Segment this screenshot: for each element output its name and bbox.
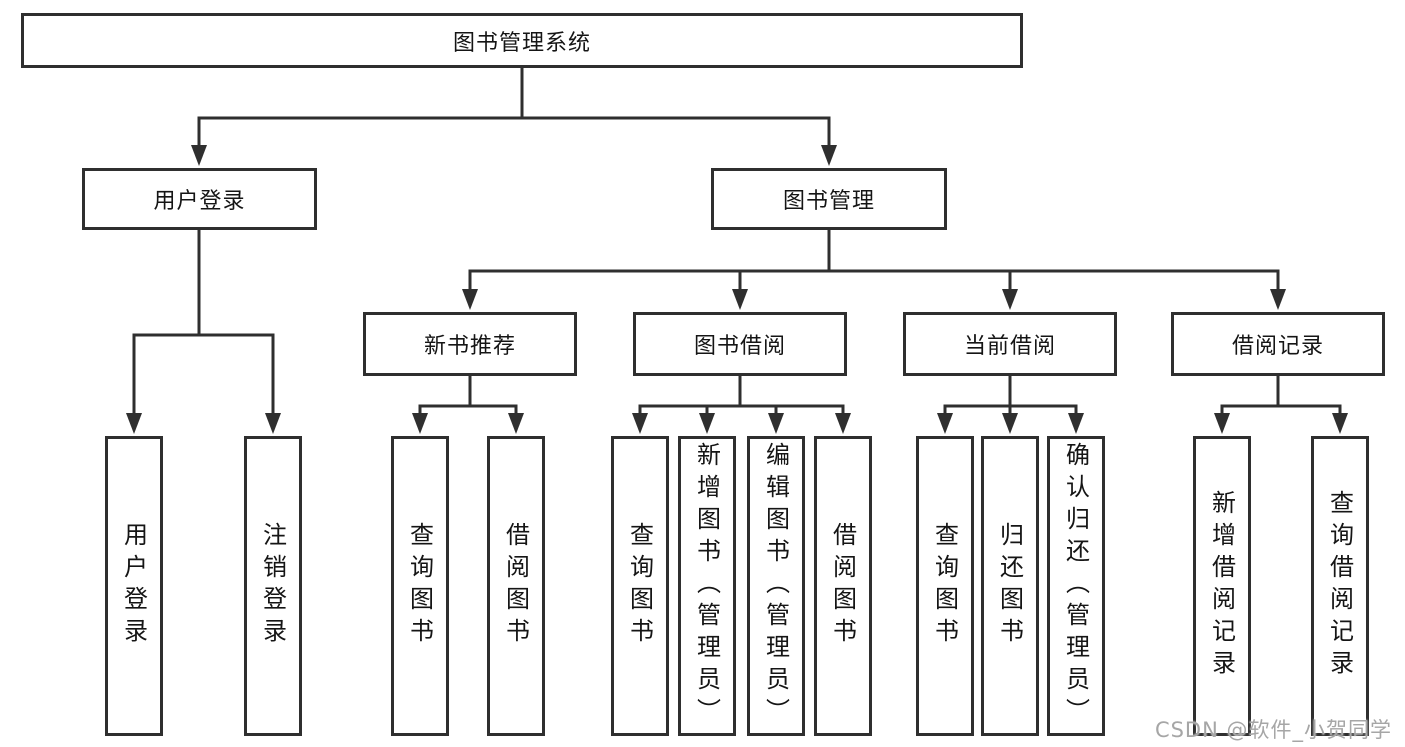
node-book-borrow: 图书借阅 [633,312,847,376]
leaf-query-borrow-record: 查询借阅记录 [1311,436,1369,736]
node-borrow-records: 借阅记录 [1171,312,1385,376]
node-new-book-recommend: 新书推荐 [363,312,577,376]
leaf-query-books-current: 查询图书 [916,436,974,736]
leaf-user-login: 用户登录 [105,436,163,736]
leaf-edit-book-admin: 编辑图书（管理员） [747,436,805,736]
leaf-return-book: 归还图书 [981,436,1039,736]
leaf-logout: 注销登录 [244,436,302,736]
leaf-borrow-books: 借阅图书 [814,436,872,736]
leaf-add-borrow-record: 新增借阅记录 [1193,436,1251,736]
node-book-management: 图书管理 [711,168,947,230]
leaf-add-book-admin: 新增图书（管理员） [678,436,736,736]
node-root: 图书管理系统 [21,13,1023,68]
watermark: CSDN @软件_小贺同学 [1154,718,1392,742]
node-user-login: 用户登录 [82,168,317,230]
leaf-borrow-books-recommend: 借阅图书 [487,436,545,736]
leaf-confirm-return-admin: 确认归还（管理员） [1047,436,1105,736]
leaf-query-books-recommend: 查询图书 [391,436,449,736]
leaf-query-books-borrow: 查询图书 [611,436,669,736]
arrowheads [126,145,1348,434]
node-current-borrow: 当前借阅 [903,312,1117,376]
